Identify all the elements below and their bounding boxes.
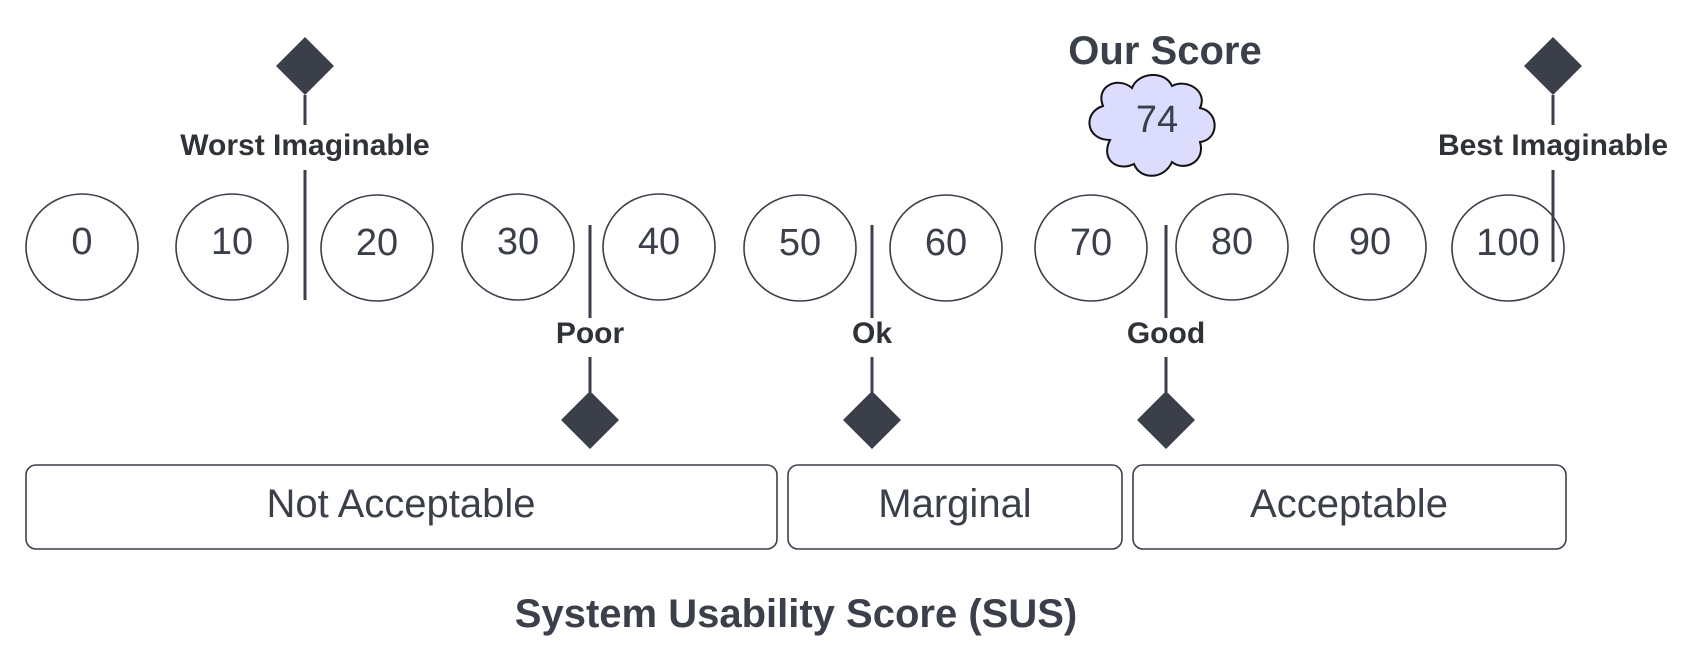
scale-label-80: 80 [1211, 221, 1253, 263]
marker-label-worst: Worst Imaginable [180, 129, 430, 162]
marker-label-poor: Poor [556, 317, 625, 350]
marker-label-good: Good [1127, 317, 1205, 350]
diamond-icon [276, 37, 334, 95]
diagram-caption: System Usability Score (SUS) [515, 592, 1077, 636]
range-acceptable [1132, 464, 1567, 550]
scale-circle-80 [1175, 193, 1289, 301]
diamond-icon [843, 391, 901, 449]
diamond-icon [561, 391, 619, 449]
our-score-value: 74 [1136, 99, 1178, 141]
score-scale: 0 10 20 30 40 50 60 70 80 90 100 [25, 193, 1565, 302]
scale-circle-100 [1451, 194, 1565, 302]
marker-good: Good [1127, 225, 1205, 449]
scale-circle-70 [1034, 194, 1148, 302]
scale-circle-10 [175, 193, 289, 301]
scale-label-100: 100 [1476, 222, 1539, 264]
marker-worst-imaginable: Worst Imaginable [180, 37, 430, 300]
our-score-title: Our Score [1068, 29, 1261, 73]
scale-label-40: 40 [638, 221, 680, 263]
scale-label-50: 50 [779, 222, 821, 264]
scale-label-10: 10 [211, 221, 253, 263]
diamond-icon [1524, 37, 1582, 95]
scale-circle-90 [1313, 193, 1427, 301]
our-score: Our Score 74 [1068, 29, 1262, 177]
scale-circle-20 [320, 194, 434, 302]
scale-label-70: 70 [1070, 222, 1112, 264]
marker-best-imaginable: Best Imaginable [1438, 37, 1668, 262]
marker-label-best: Best Imaginable [1438, 129, 1668, 162]
scale-label-90: 90 [1349, 221, 1391, 263]
cloud-icon [1088, 74, 1216, 177]
scale-circle-50 [743, 194, 857, 302]
scale-label-30: 30 [497, 221, 539, 263]
scale-label-0: 0 [71, 221, 92, 263]
scale-circle-60 [889, 194, 1003, 302]
scale-circle-0 [25, 193, 139, 301]
marker-label-ok: Ok [852, 317, 892, 350]
scale-circle-30 [461, 193, 575, 301]
scale-label-20: 20 [356, 222, 398, 264]
marker-ok: Ok [843, 225, 901, 449]
range-label-not-acceptable: Not Acceptable [266, 482, 535, 526]
range-label-marginal: Marginal [878, 482, 1031, 526]
scale-circle-40 [602, 193, 716, 301]
range-not-acceptable [25, 464, 778, 550]
range-marginal [787, 464, 1123, 550]
acceptability-ranges: Not Acceptable Marginal Acceptable [25, 464, 1567, 550]
range-label-acceptable: Acceptable [1250, 482, 1448, 526]
scale-label-60: 60 [925, 222, 967, 264]
marker-poor: Poor [556, 225, 625, 449]
diamond-icon [1137, 391, 1195, 449]
